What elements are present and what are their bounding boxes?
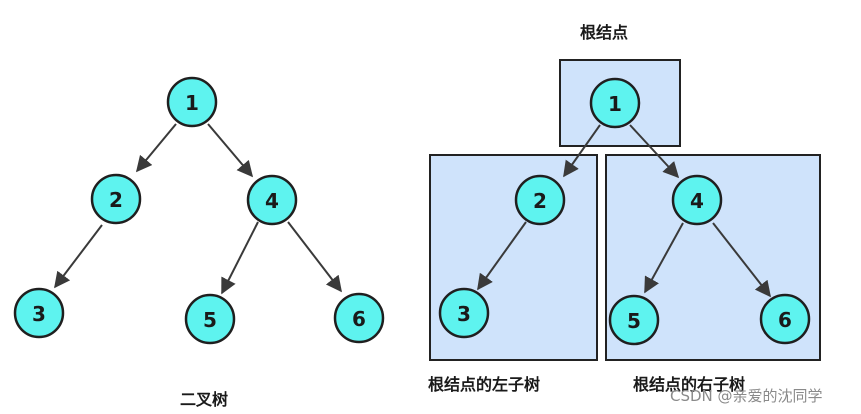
svg-text:5: 5 xyxy=(627,309,641,333)
edge-4-6 xyxy=(712,222,771,298)
tree-node: 5 xyxy=(608,294,660,346)
svg-text:6: 6 xyxy=(352,307,366,331)
tree-node: 4 xyxy=(246,174,298,226)
left-subtree-label: 根结点的左子树 xyxy=(428,375,540,394)
tree-node: 5 xyxy=(184,293,236,345)
tree-node: 2 xyxy=(514,174,566,226)
edge-1-4 xyxy=(207,123,254,178)
svg-text:3: 3 xyxy=(32,302,46,326)
tree-node: 3 xyxy=(438,287,490,339)
edge-1-2 xyxy=(563,124,601,178)
tree-node: 1 xyxy=(166,76,218,128)
edge-1-4 xyxy=(629,124,680,179)
svg-text:2: 2 xyxy=(109,188,123,212)
svg-text:4: 4 xyxy=(690,189,704,213)
svg-text:1: 1 xyxy=(608,92,622,116)
tree-node: 1 xyxy=(589,77,641,129)
tree-node: 6 xyxy=(759,293,811,345)
edge-2-3 xyxy=(477,221,527,291)
edge-4-5 xyxy=(644,222,684,294)
edge-4-5 xyxy=(221,221,259,295)
right-subtree-label: 根结点的右子树 xyxy=(633,375,745,394)
edge-1-2 xyxy=(135,123,177,173)
svg-text:3: 3 xyxy=(457,302,471,326)
svg-text:6: 6 xyxy=(778,308,792,332)
tree-node: 3 xyxy=(13,287,65,339)
watermark: CSDN @亲爱的沈同学 xyxy=(670,387,823,405)
edge-2-3 xyxy=(54,224,103,289)
tree-node: 6 xyxy=(333,292,385,344)
root-label: 根结点 xyxy=(580,23,628,42)
right-tree: 根结点 1 2 4 3 5 6 xyxy=(428,23,821,394)
svg-text:4: 4 xyxy=(265,189,279,213)
left-tree: 1 2 4 3 5 6 二叉树 xyxy=(13,76,385,409)
svg-text:5: 5 xyxy=(203,308,217,332)
svg-text:1: 1 xyxy=(185,91,199,115)
tree-node: 4 xyxy=(671,174,723,226)
tree-node: 2 xyxy=(90,173,142,225)
edge-4-6 xyxy=(287,221,342,293)
svg-text:2: 2 xyxy=(533,189,547,213)
caption-binary-tree: 二叉树 xyxy=(180,390,228,409)
